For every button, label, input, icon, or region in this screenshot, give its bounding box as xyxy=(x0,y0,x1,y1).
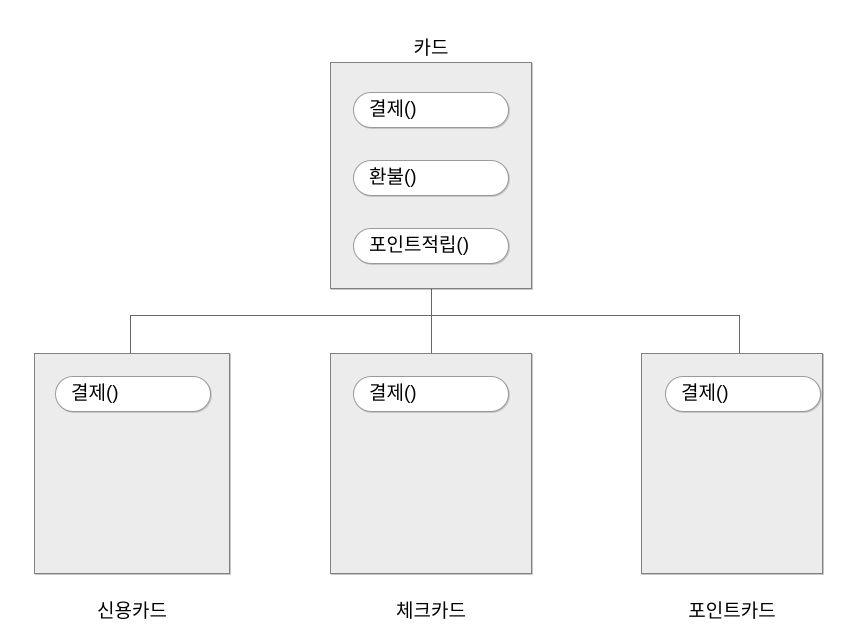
child-2-method-pill-1[interactable]: 결제() xyxy=(353,376,509,412)
child-3-method-pill-1[interactable]: 결제() xyxy=(665,376,821,412)
child-node-title-1: 신용카드 xyxy=(97,601,167,622)
parent-method-pill-3[interactable]: 포인트적립() xyxy=(353,228,509,264)
parent-method-pill-1[interactable]: 결제() xyxy=(353,92,509,128)
child-node-title-3: 포인트카드 xyxy=(688,601,776,622)
parent-method-pill-2[interactable]: 환불() xyxy=(353,160,509,196)
child-1-method-pill-1[interactable]: 결제() xyxy=(55,376,211,412)
child-node-title-2: 체크카드 xyxy=(396,601,466,622)
parent-node-title: 카드 xyxy=(413,38,449,59)
